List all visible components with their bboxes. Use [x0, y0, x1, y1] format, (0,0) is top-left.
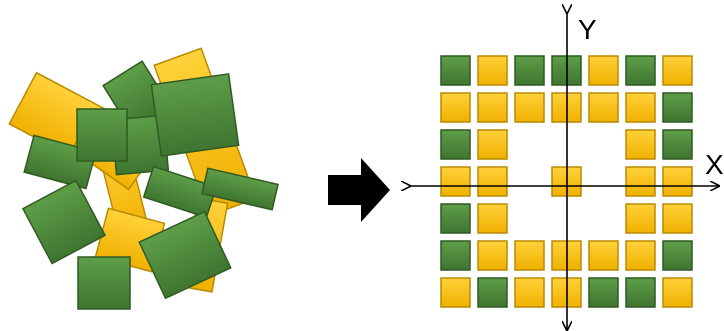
grid-green-tile [514, 55, 545, 86]
grid-yellow-tile [588, 55, 619, 86]
grid-green-tile [477, 277, 508, 308]
grid-yellow-tile [514, 240, 545, 271]
scattered-green-tile [142, 165, 218, 219]
grid-yellow-tile [440, 166, 471, 197]
grid-green-tile [440, 129, 471, 160]
scattered-green-tile [77, 256, 131, 310]
grid-yellow-tile [440, 92, 471, 123]
scattered-green-tile [150, 73, 240, 157]
grid-yellow-tile [625, 92, 656, 123]
grid-yellow-tile [625, 203, 656, 234]
grid-green-tile [625, 55, 656, 86]
grid-yellow-tile [588, 92, 619, 123]
grid-yellow-tile [440, 277, 471, 308]
grid-green-tile [662, 92, 693, 123]
y-axis-label: Y [578, 14, 597, 45]
grid-green-tile [662, 240, 693, 271]
grid-green-tile [440, 240, 471, 271]
grid-yellow-tile [477, 129, 508, 160]
grid-yellow-tile [588, 240, 619, 271]
grid-green-tile [662, 129, 693, 160]
scattered-green-tile [76, 108, 128, 162]
grid-green-tile [625, 277, 656, 308]
x-axis-label: X [705, 149, 724, 180]
grid-yellow-tile [662, 55, 693, 86]
grid-yellow-tile [662, 166, 693, 197]
grid-yellow-tile [477, 240, 508, 271]
grid-yellow-tile [625, 166, 656, 197]
grid-yellow-tile [477, 92, 508, 123]
grid-yellow-tile [514, 92, 545, 123]
grid-yellow-tile [662, 277, 693, 308]
grid-yellow-tile [625, 129, 656, 160]
grid-yellow-tile [477, 166, 508, 197]
scattered-tiles [8, 47, 279, 310]
grid-yellow-tile [477, 203, 508, 234]
coordinate-axes: Y X [409, 12, 724, 329]
grid-yellow-tile [514, 277, 545, 308]
grid-green-tile [588, 277, 619, 308]
grid-yellow-tile [477, 55, 508, 86]
grid-yellow-tile [625, 240, 656, 271]
scattered-green-tile [138, 210, 232, 300]
right-arrow-icon [328, 158, 390, 222]
grid-green-tile [440, 203, 471, 234]
grid-yellow-tile [662, 203, 693, 234]
scattered-green-tile [21, 179, 107, 265]
scattered-green-tile [201, 167, 279, 211]
grid-green-tile [440, 55, 471, 86]
